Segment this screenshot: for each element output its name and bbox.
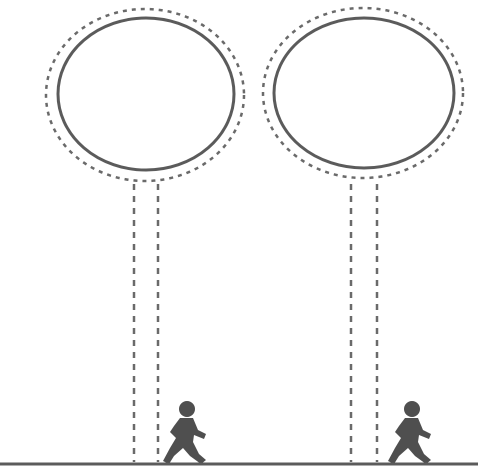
right-lamp-glow-ring [263, 8, 463, 178]
left-child-body [163, 418, 206, 464]
left-child [163, 401, 206, 464]
left-lamp [46, 9, 244, 462]
right-child-head [404, 401, 420, 417]
left-child-head [179, 401, 195, 417]
left-lamp-globe [58, 18, 234, 170]
right-lamp [263, 8, 463, 462]
left-lamp-glow-ring [46, 9, 244, 181]
right-child-body [388, 418, 431, 464]
right-child [388, 401, 431, 464]
right-lamp-globe [274, 18, 454, 168]
